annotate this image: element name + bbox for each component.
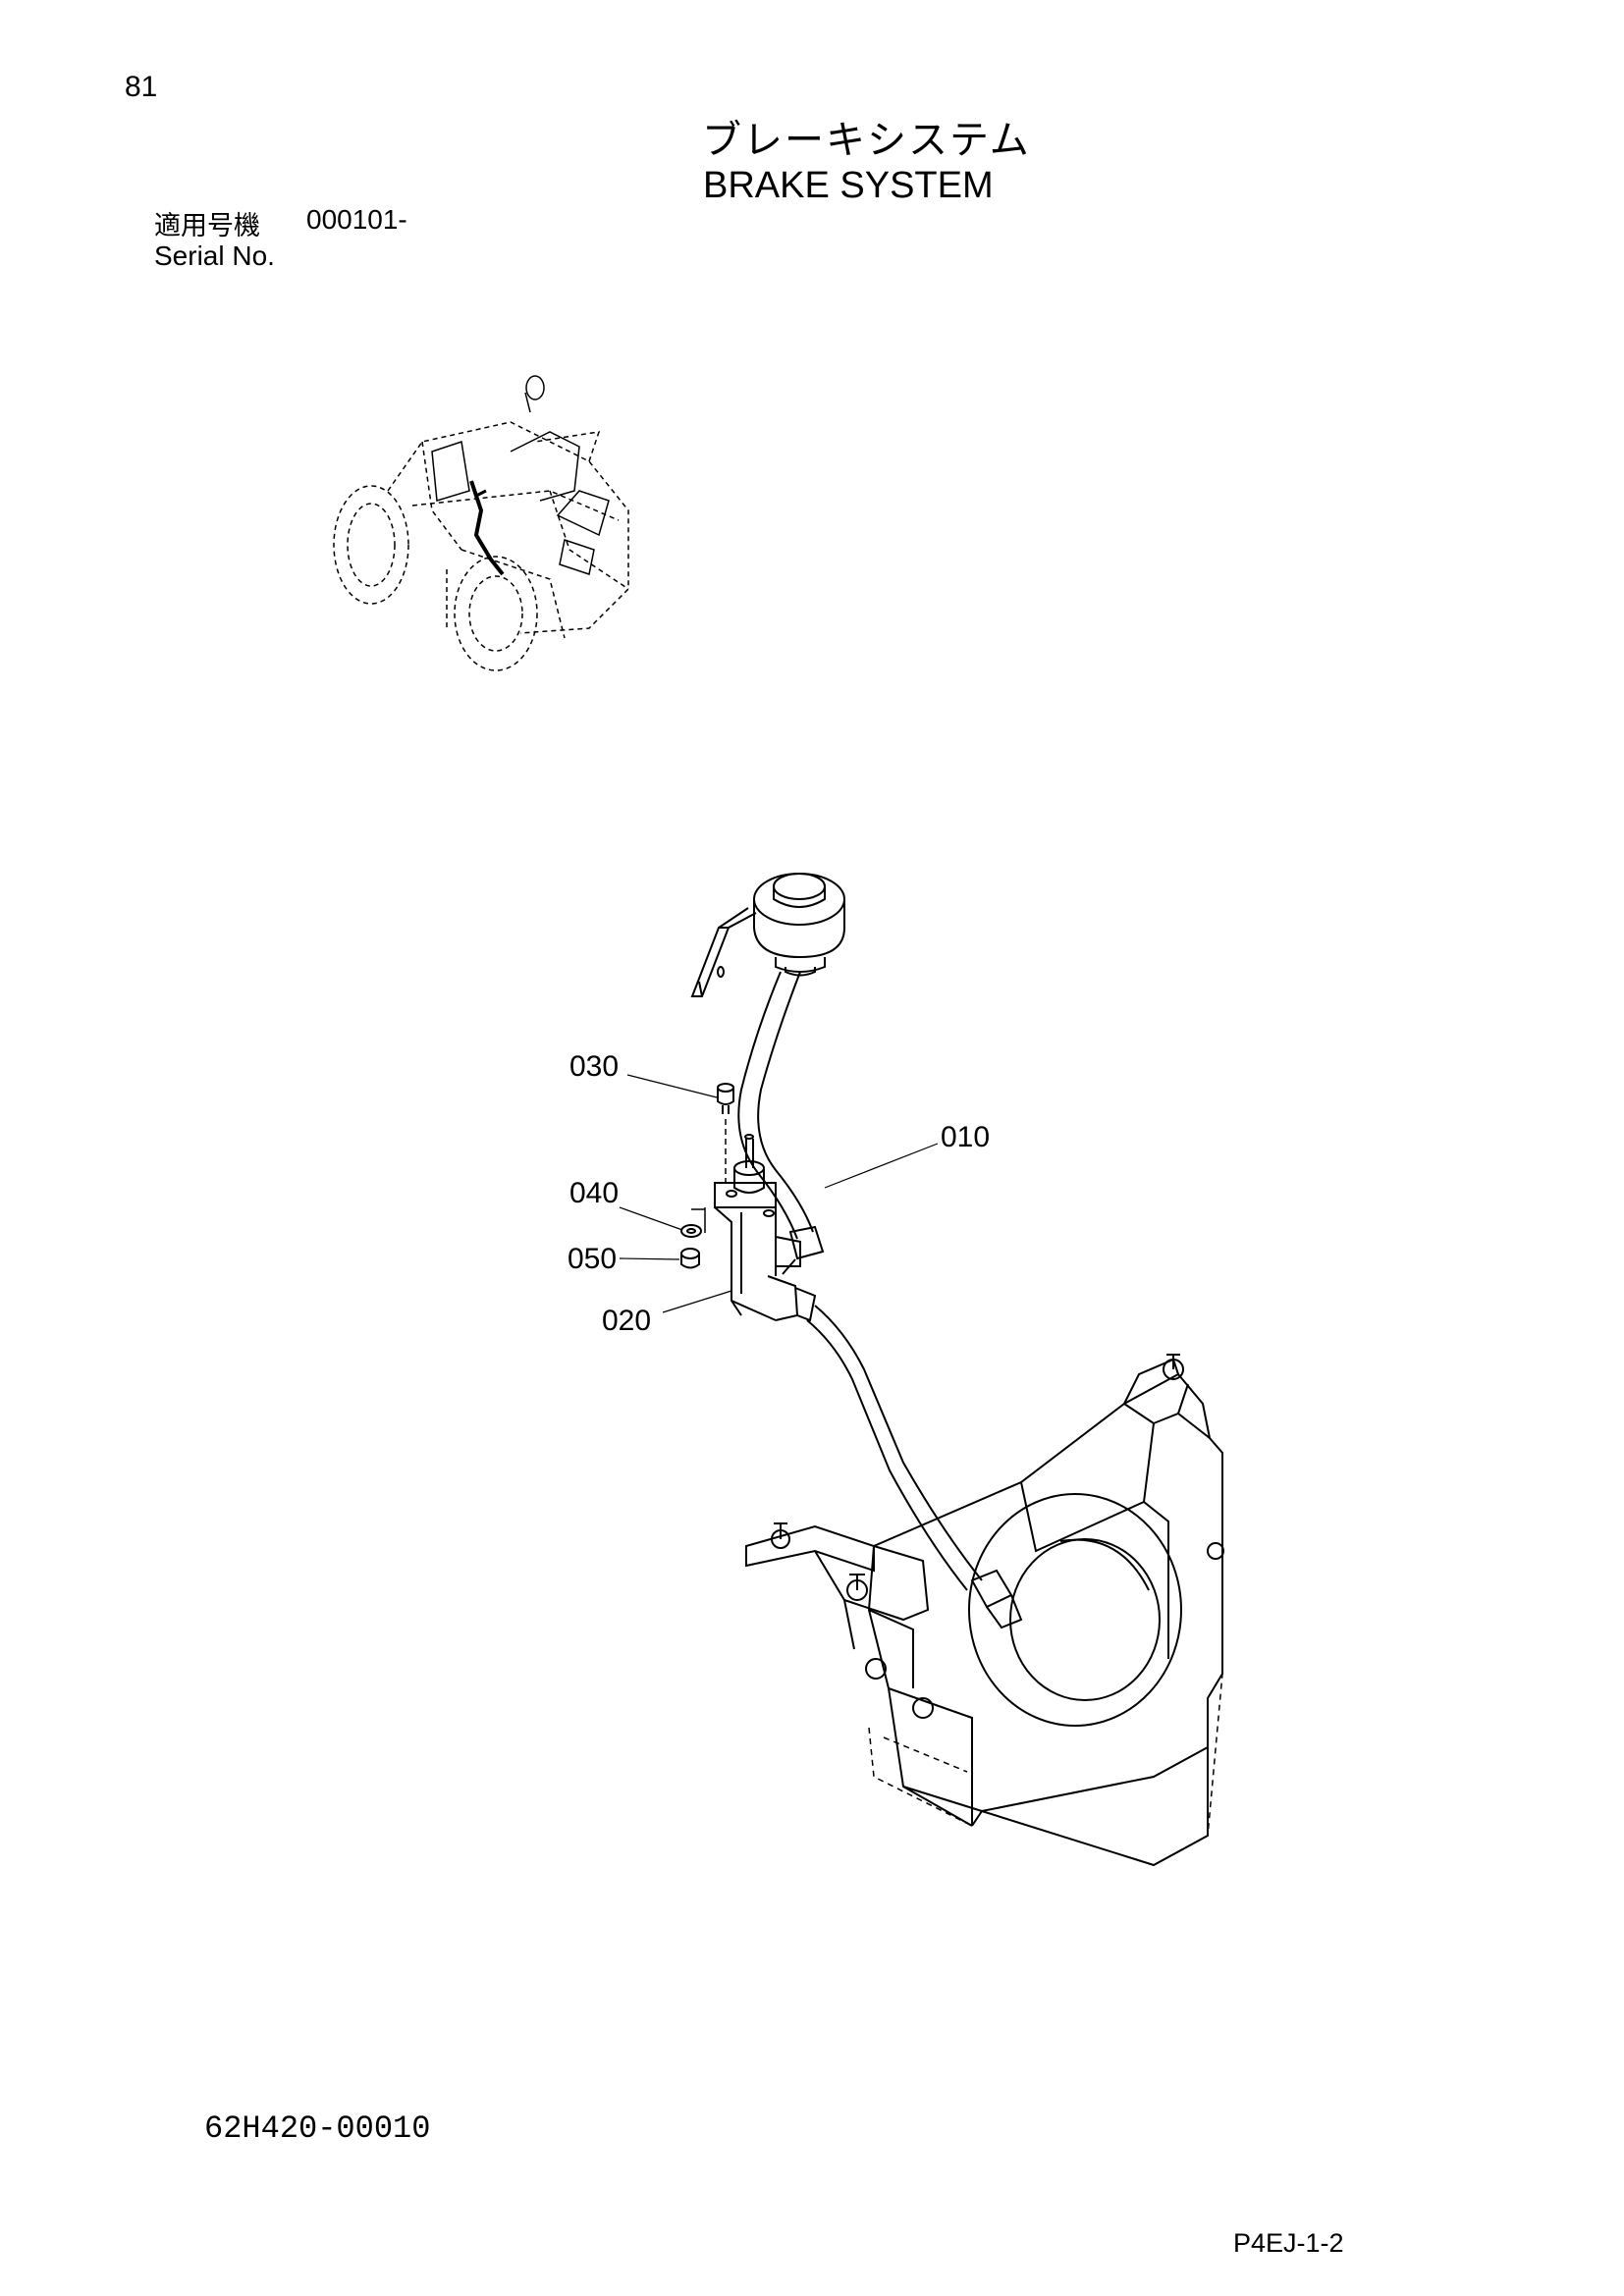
nut-050	[680, 1248, 700, 1269]
page-title-english: BRAKE SYSTEM	[703, 165, 994, 206]
brake-master-cylinder-020	[714, 1134, 817, 1322]
serial-number-value: 000101-	[306, 204, 407, 235]
serial-label-japanese: 適用号機	[154, 211, 260, 241]
bolt-030	[717, 1083, 734, 1183]
callout-010: 010	[941, 1121, 990, 1153]
washer-040	[680, 1224, 702, 1238]
callout-040: 040	[569, 1177, 619, 1209]
callout-050: 050	[568, 1243, 617, 1275]
assembly-guide-line	[691, 1207, 706, 1233]
brake-fluid-reservoir	[753, 873, 845, 977]
machine-location-thumbnail	[333, 375, 629, 671]
callout-020: 020	[602, 1305, 651, 1337]
page-number: 81	[125, 71, 158, 103]
page-code: P4EJ-1-2	[1233, 2228, 1344, 2258]
brake-hose-to-axle	[806, 1305, 1023, 1629]
reservoir-hose-010	[737, 971, 825, 1275]
serial-label-english: Serial No.	[154, 240, 275, 271]
drawing-code: 62H420-00010	[204, 2110, 431, 2147]
reservoir-mounting-bracket	[690, 907, 757, 997]
callout-030: 030	[569, 1050, 619, 1083]
page-title-japanese: ブレーキシステム	[702, 118, 1031, 163]
callout-leader-lines	[619, 1074, 939, 1313]
transmission-housing	[745, 1354, 1224, 1867]
